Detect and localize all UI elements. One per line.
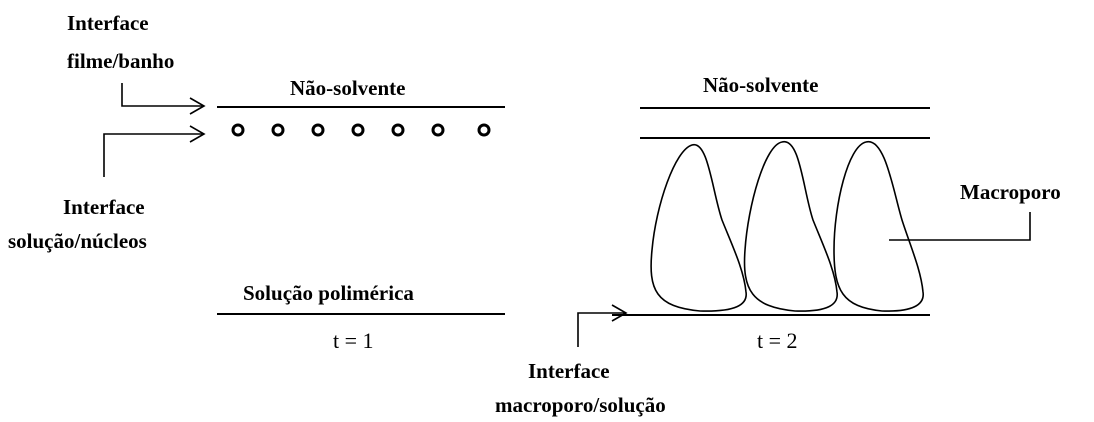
- macropore-leader-line: [889, 212, 1031, 241]
- macropore-2: [743, 141, 838, 312]
- time-label-t1: t = 1: [333, 328, 374, 353]
- macropores: [650, 141, 924, 312]
- right-panel: Não-solvente Macroporo t = 2 Interface m…: [495, 73, 1061, 417]
- left-top-phase-label: Não-solvente: [290, 76, 405, 100]
- interface-film-bath-label-line2: filme/banho: [67, 49, 174, 73]
- right-top-phase-label: Não-solvente: [703, 73, 818, 97]
- time-label-t2: t = 2: [757, 328, 798, 353]
- macropore-label: Macroporo: [960, 180, 1061, 204]
- interface-film-bath-arrow: [121, 83, 204, 107]
- left-bottom-phase-label: Solução polimérica: [243, 281, 414, 305]
- interface-macropore-solution-label-line2: macroporo/solução: [495, 393, 666, 417]
- macropore-3: [833, 141, 924, 312]
- interface-macropore-solution-arrow: [577, 312, 626, 347]
- macropore-1: [650, 144, 747, 312]
- interface-solution-nuclei-arrowhead: [189, 125, 206, 143]
- nucleus: [271, 123, 285, 137]
- nucleus: [311, 123, 325, 137]
- nucleus: [231, 123, 245, 137]
- interface-film-bath-label-line1: Interface: [67, 11, 149, 35]
- interface-macropore-solution-arrowhead: [611, 304, 628, 322]
- left-panel: Interface filme/banho Não-solvente Inter…: [8, 11, 505, 353]
- nucleus: [351, 123, 365, 137]
- nucleus: [431, 123, 445, 137]
- interface-film-bath-arrowhead: [189, 97, 206, 115]
- nucleus: [477, 123, 491, 137]
- interface-macropore-solution-label-line1: Interface: [528, 359, 610, 383]
- interface-solution-nuclei-label-line1: Interface: [63, 195, 145, 219]
- nucleus: [391, 123, 405, 137]
- interface-solution-nuclei-label-line2: solução/núcleos: [8, 229, 147, 253]
- interface-solution-nuclei-arrow: [103, 133, 204, 177]
- nuclei-row: [231, 123, 491, 137]
